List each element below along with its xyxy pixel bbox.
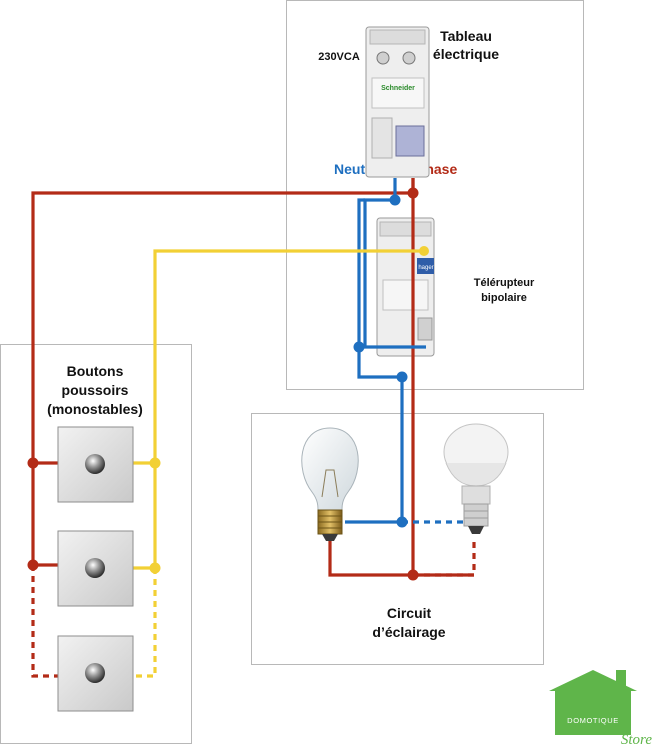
- phase-junction: [407, 569, 419, 581]
- push-button-3: [57, 635, 134, 712]
- led-bulb-icon: [443, 423, 509, 534]
- breaker-brand: Schneider: [381, 85, 415, 92]
- phase-junction: [27, 559, 39, 571]
- button-knob-icon: [85, 663, 105, 683]
- neutral-junction: [396, 516, 408, 528]
- phase-wires-dashed: [31, 540, 476, 678]
- phase-wires: [31, 178, 474, 577]
- control-wires-dashed: [133, 568, 157, 678]
- relay-brand: hager: [418, 265, 433, 271]
- control-junction: [419, 246, 429, 256]
- domotique-store-logo: DOMOTIQUE Store: [549, 670, 652, 748]
- neutral-wires: [345, 178, 426, 524]
- circuit-breaker: Schneider: [365, 26, 430, 178]
- phase-junction: [407, 187, 419, 199]
- circuit-label: Circuit d’éclairage: [372, 605, 446, 640]
- control-junction: [149, 562, 161, 574]
- button-knob-icon: [85, 454, 105, 474]
- relay-label: Télérupteur bipolaire: [473, 277, 535, 304]
- incandescent-bulb-icon: [301, 427, 359, 541]
- remote-relay: hager: [376, 217, 435, 357]
- panel-title: Tableau électrique: [432, 28, 500, 62]
- logo-bottom-text: Store: [621, 732, 652, 748]
- junctions: [27, 187, 429, 581]
- logo-top-text: DOMOTIQUE: [567, 716, 619, 725]
- push-button-2: [57, 530, 134, 607]
- control-junction: [149, 457, 161, 469]
- electrical-panel-frame: [286, 0, 584, 390]
- buttons-title: Boutons poussoirs (monostables): [47, 363, 143, 417]
- voltage-label: 230VCA: [318, 51, 360, 63]
- push-button-1: [57, 426, 134, 503]
- phase-junction: [27, 457, 39, 469]
- neutral-junction: [353, 341, 365, 353]
- button-knob-icon: [85, 558, 105, 578]
- neutral-junction: [396, 371, 408, 383]
- neutral-junction: [389, 194, 401, 206]
